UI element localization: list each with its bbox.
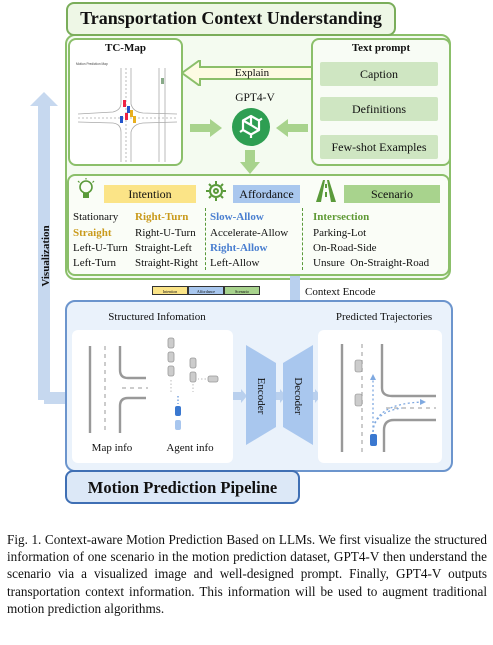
intention-stationary: Stationary [73,211,119,223]
scenario-bar: Scenario [344,185,440,203]
intention-left-u-turn: Left-U-Turn [73,242,128,254]
arrow-gpt-down [240,150,260,174]
visualization-arrow [38,100,50,400]
context-vector-strip: Intention Affordance Scenario [152,284,260,296]
intention-right-u-turn: Right-U-Turn [135,227,196,239]
gear-icon [206,181,226,201]
mini-affordance: Affordance [188,286,224,295]
arrow-struct-to-encoder [233,389,247,403]
gpt4v-label: GPT4-V [235,92,275,104]
affordance-right-allow: Right-Allow [210,242,268,254]
visualization-label: Visualization [40,225,52,287]
intention-straight-right: Straight-Right [135,257,198,269]
mini-intention: Intention [152,286,188,295]
prompt-definitions: Definitions [320,97,438,121]
tc-map-title: TC-Map [105,42,146,54]
text-prompt-title: Text prompt [351,42,411,54]
structured-info-title: Structured Infomation [108,311,206,323]
affordance-bar: Affordance [233,185,300,203]
tc-map-image: Motion Prediction Map [73,58,179,162]
mp-title: Motion Prediction Pipeline [87,478,278,497]
affordance-accelerate-allow: Accelerate-Allow [210,227,289,239]
scenario-on-road-side: On-Road-Side [313,242,377,254]
intention-left-turn: Left-Turn [73,257,116,269]
decoder-block [283,345,313,445]
separator-1 [205,208,206,270]
scenario-unsure-straight: Unsure On-Straight-Road [313,257,430,269]
context-encode-label: Context Encode [305,286,376,298]
separator-2 [302,208,303,270]
affordance-left-allow: Left-Allow [210,257,260,269]
tc-title: Transportation Context Understanding [80,8,382,28]
openai-logo-icon [232,108,270,146]
intention-bar: Intention [104,185,196,203]
arrow-map-to-gpt [190,119,222,137]
predicted-trajectories-title: Predicted Trajectories [335,311,433,323]
tc-title-box [66,2,396,36]
figure-caption: Fig. 1. Context-aware Motion Prediction … [7,532,487,616]
mp-title-box [65,470,300,504]
visualization-connector [44,392,66,404]
explain-label: Explain [234,67,270,79]
scenario-intersection: Intersection [313,211,370,223]
road-icon [316,180,336,202]
encoder-block [246,345,276,445]
mini-scenario: Scenario [224,286,260,295]
visualization-arrowhead [30,92,58,106]
map-info-sketch [88,346,148,433]
agent-info-label: Agent info [166,442,214,454]
svg-text:Motion Prediction Map: Motion Prediction Map [76,62,108,66]
intention-straight-left: Straight-Left [135,242,192,254]
encoder-label: Encoder [255,377,267,415]
arrow-prompt-to-gpt [276,119,308,137]
prompt-few-shot: Few-shot Examples [320,135,438,159]
prompt-caption: Caption [320,62,438,86]
affordance-slow-allow: Slow-Allow [210,211,264,223]
lightbulb-icon [77,178,95,198]
agent-info-sketch [167,337,219,430]
decoder-label: Decoder [292,377,304,415]
intention-straight: Straight [73,227,112,239]
intention-right-turn: Right-Turn [135,211,189,223]
predicted-trajectories-sketch [340,344,436,452]
map-info-label: Map info [91,442,133,454]
scenario-parking-lot: Parking-Lot [313,227,367,239]
structured-info-panel [72,330,233,463]
